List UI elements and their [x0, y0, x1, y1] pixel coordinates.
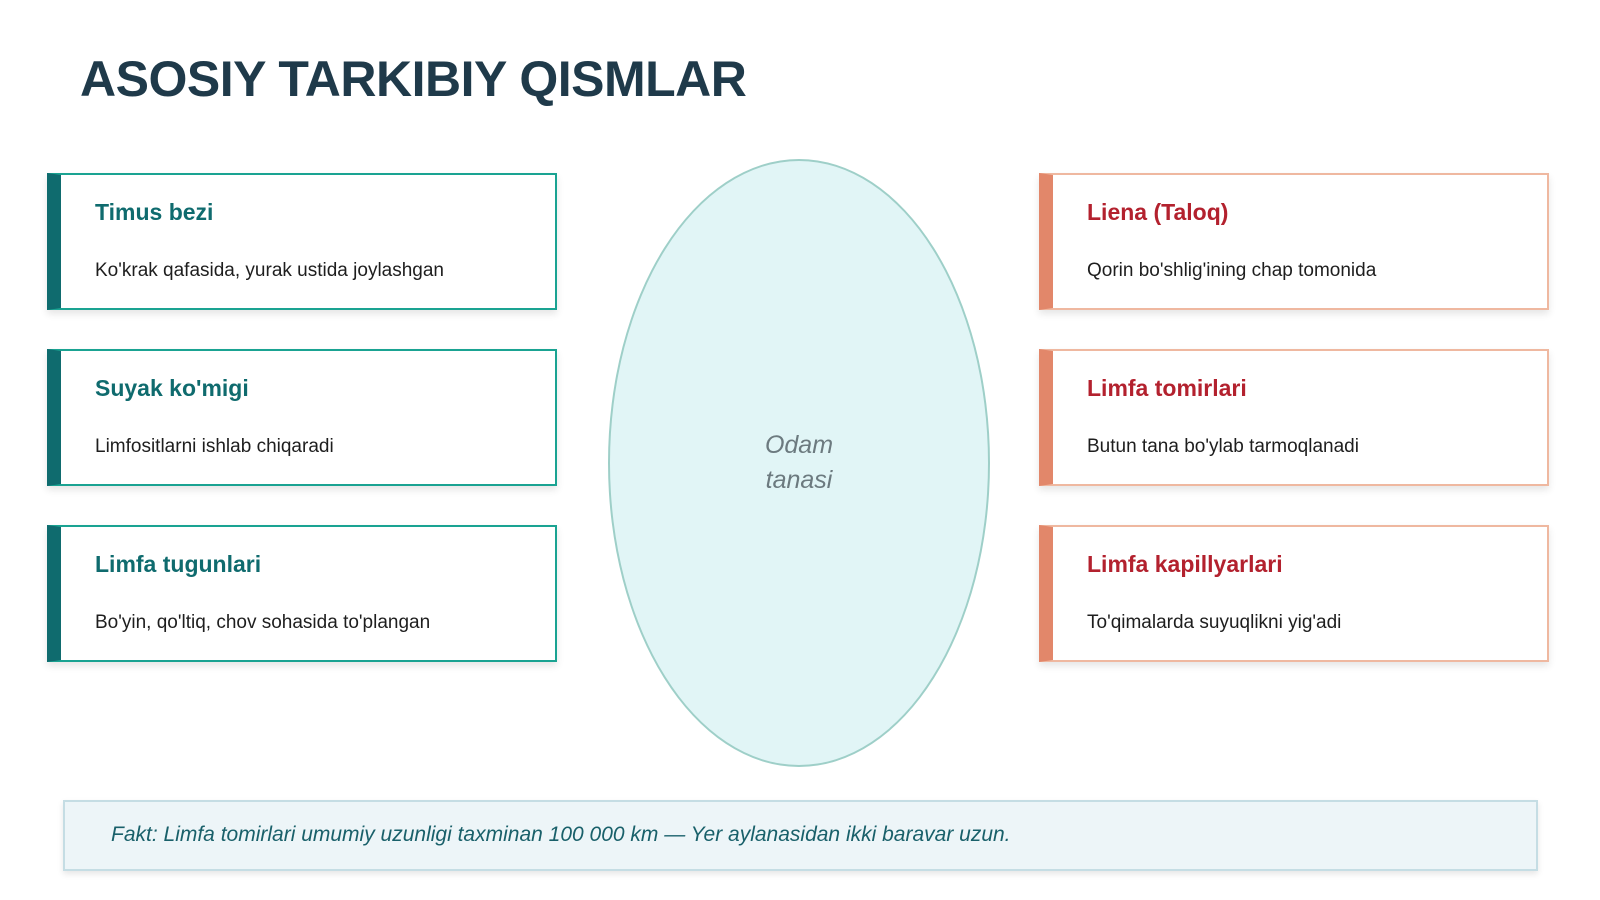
card-description: Limfositlarni ishlab chiqaradi — [95, 436, 334, 457]
card-title: Suyak ko'migi — [95, 375, 249, 401]
card-title: Limfa tugunlari — [95, 551, 262, 577]
card-description: To'qimalarda suyuqlikni yig'adi — [1087, 612, 1342, 633]
fact-text: Fakt: Limfa tomirlari umumiy uzunligi ta… — [111, 823, 1011, 846]
component-card-limfa-tugunlari: Limfa tugunlari Bo'yin, qo'ltiq, chov so… — [47, 525, 557, 662]
card-title: Limfa kapillyarlari — [1087, 551, 1283, 577]
human-body-oval: Odam tanasi — [608, 159, 990, 767]
body-label: Odam tanasi — [764, 431, 834, 494]
card-description: Qorin bo'shlig'ining chap tomonida — [1087, 260, 1377, 281]
component-card-limfa-kapillyarlari: Limfa kapillyarlari To'qimalarda suyuqli… — [1039, 525, 1549, 662]
component-card-suyak-komigi: Suyak ko'migi Limfositlarni ishlab chiqa… — [47, 349, 557, 486]
component-card-timus-bezi: Timus bezi Ko'krak qafasida, yurak ustid… — [47, 173, 557, 310]
card-description: Bo'yin, qo'ltiq, chov sohasida to'planga… — [95, 612, 431, 633]
card-title: Limfa tomirlari — [1087, 375, 1247, 401]
card-description: Ko'krak qafasida, yurak ustida joylashga… — [95, 260, 444, 281]
card-title: Timus bezi — [95, 199, 214, 225]
card-description: Butun tana bo'ylab tarmoqlanadi — [1087, 436, 1359, 457]
fact-box: Fakt: Limfa tomirlari umumiy uzunligi ta… — [63, 800, 1538, 871]
component-card-limfa-tomirlari: Limfa tomirlari Butun tana bo'ylab tarmo… — [1039, 349, 1549, 486]
slide-title: ASOSIY TARKIBIY QISMLAR — [80, 51, 747, 107]
component-card-liena: Liena (Taloq) Qorin bo'shlig'ining chap … — [1039, 173, 1549, 310]
card-title: Liena (Taloq) — [1087, 199, 1229, 225]
